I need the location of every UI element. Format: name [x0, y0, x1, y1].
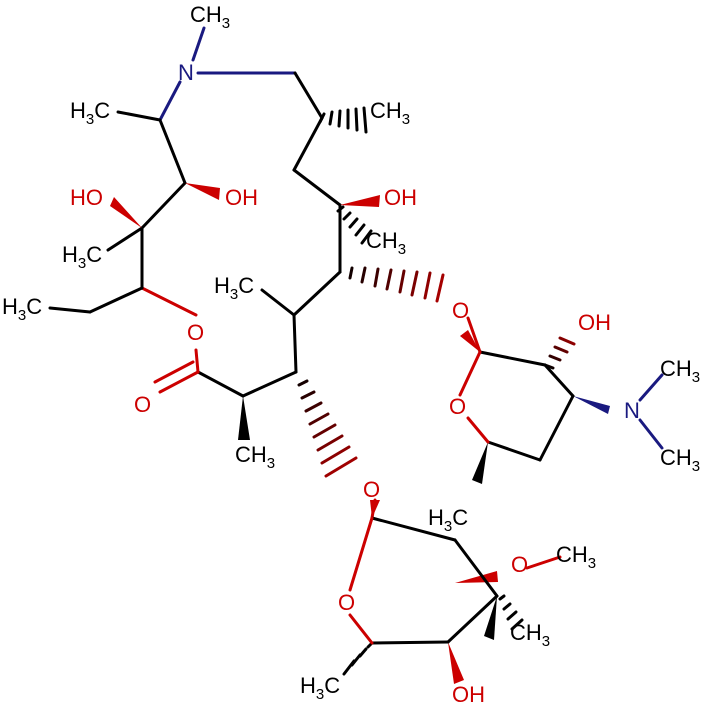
atom-label-ho: HO: [70, 185, 103, 210]
hashed-bonds: [297, 106, 576, 676]
hash: [543, 336, 576, 370]
bond: [48, 306, 92, 314]
bond: [348, 516, 374, 592]
bond: [260, 288, 296, 317]
atom-label-h3c: H3C: [300, 673, 340, 703]
bond: [158, 118, 187, 185]
atom-label-o: O: [452, 298, 469, 323]
atom-label-ch3: CH3: [366, 228, 406, 258]
bond: [446, 594, 499, 644]
bond: [466, 416, 490, 444]
atom-label-ch3: CH3: [370, 98, 410, 128]
atom-label-o: O: [511, 552, 528, 577]
atom-label-h3c: H3C: [2, 294, 42, 324]
bond: [453, 538, 499, 598]
wedge: [460, 330, 480, 352]
atom-label-h3c: H3C: [428, 505, 468, 535]
atom-label-ch3: CH3: [510, 620, 550, 650]
bond: [466, 316, 482, 354]
hash: [336, 205, 373, 245]
atom-label-n: N: [178, 60, 194, 85]
bond: [292, 313, 298, 374]
wedge: [110, 197, 142, 228]
wedge: [573, 396, 610, 414]
atom-label-ch3: CH3: [660, 445, 700, 475]
bond: [140, 286, 198, 317]
bond: [292, 116, 324, 172]
wedge: [448, 642, 464, 684]
macrocycle-bonds: [48, 26, 342, 398]
atom-label-ch3: CH3: [235, 442, 275, 472]
atom-label-ch3: CH3: [556, 542, 596, 572]
atom-label-h3c: H3C: [214, 273, 254, 303]
bond: [458, 350, 482, 397]
atom-label-oh: OH: [578, 310, 611, 335]
wedge: [340, 195, 380, 207]
atom-label-oh: OH: [452, 682, 485, 707]
bond: [638, 373, 664, 402]
atom-label-oh: OH: [384, 185, 417, 210]
atom-label-h3c: H3C: [62, 242, 102, 272]
bond: [106, 226, 144, 252]
wedge: [484, 596, 497, 640]
bond: [196, 370, 245, 398]
bond: [370, 516, 457, 542]
bond: [241, 370, 298, 398]
bond: [191, 26, 206, 62]
bond: [638, 418, 664, 450]
bond: [370, 498, 377, 520]
hash: [318, 106, 368, 134]
hash: [342, 641, 374, 676]
bond: [292, 168, 342, 207]
hash: [348, 266, 445, 303]
sugar-ring-1-bonds: [458, 316, 664, 462]
atom-label-o: O: [338, 590, 355, 615]
bond: [538, 394, 575, 462]
atom-label-n: N: [624, 398, 640, 423]
bond: [348, 613, 374, 645]
atom-label-o: O: [187, 320, 204, 345]
atom-label-o: O: [363, 477, 380, 502]
bond: [370, 640, 450, 645]
bond: [158, 370, 200, 394]
wedge: [238, 396, 250, 440]
hash: [297, 379, 358, 478]
bond: [153, 360, 195, 384]
bond: [543, 363, 575, 398]
atom-label-h3c: H3C: [70, 98, 110, 128]
bond: [525, 555, 562, 570]
bond: [140, 181, 187, 230]
bond: [478, 350, 547, 367]
wedge: [455, 571, 498, 583]
bond: [292, 270, 342, 317]
bond: [116, 110, 162, 122]
bond: [88, 286, 144, 314]
wedge-bonds: [110, 183, 610, 684]
bond: [486, 440, 542, 462]
bond: [194, 348, 200, 374]
atom-label-ch3: CH3: [660, 356, 700, 386]
bond: [293, 71, 324, 120]
atom-label-oh: OH: [225, 185, 258, 210]
atom-label-o: O: [134, 392, 151, 417]
atom-label-ch3: CH3: [190, 2, 230, 32]
wedge: [472, 442, 488, 484]
bond: [158, 80, 182, 122]
hash: [498, 594, 524, 631]
wedge: [185, 183, 220, 200]
sugar-ring-2-bonds: [348, 498, 562, 645]
atom-labels: CH3 N H3C CH3 HO OH OH H3C CH3 H3C H3C O…: [2, 2, 700, 707]
atom-label-o: O: [449, 394, 466, 419]
